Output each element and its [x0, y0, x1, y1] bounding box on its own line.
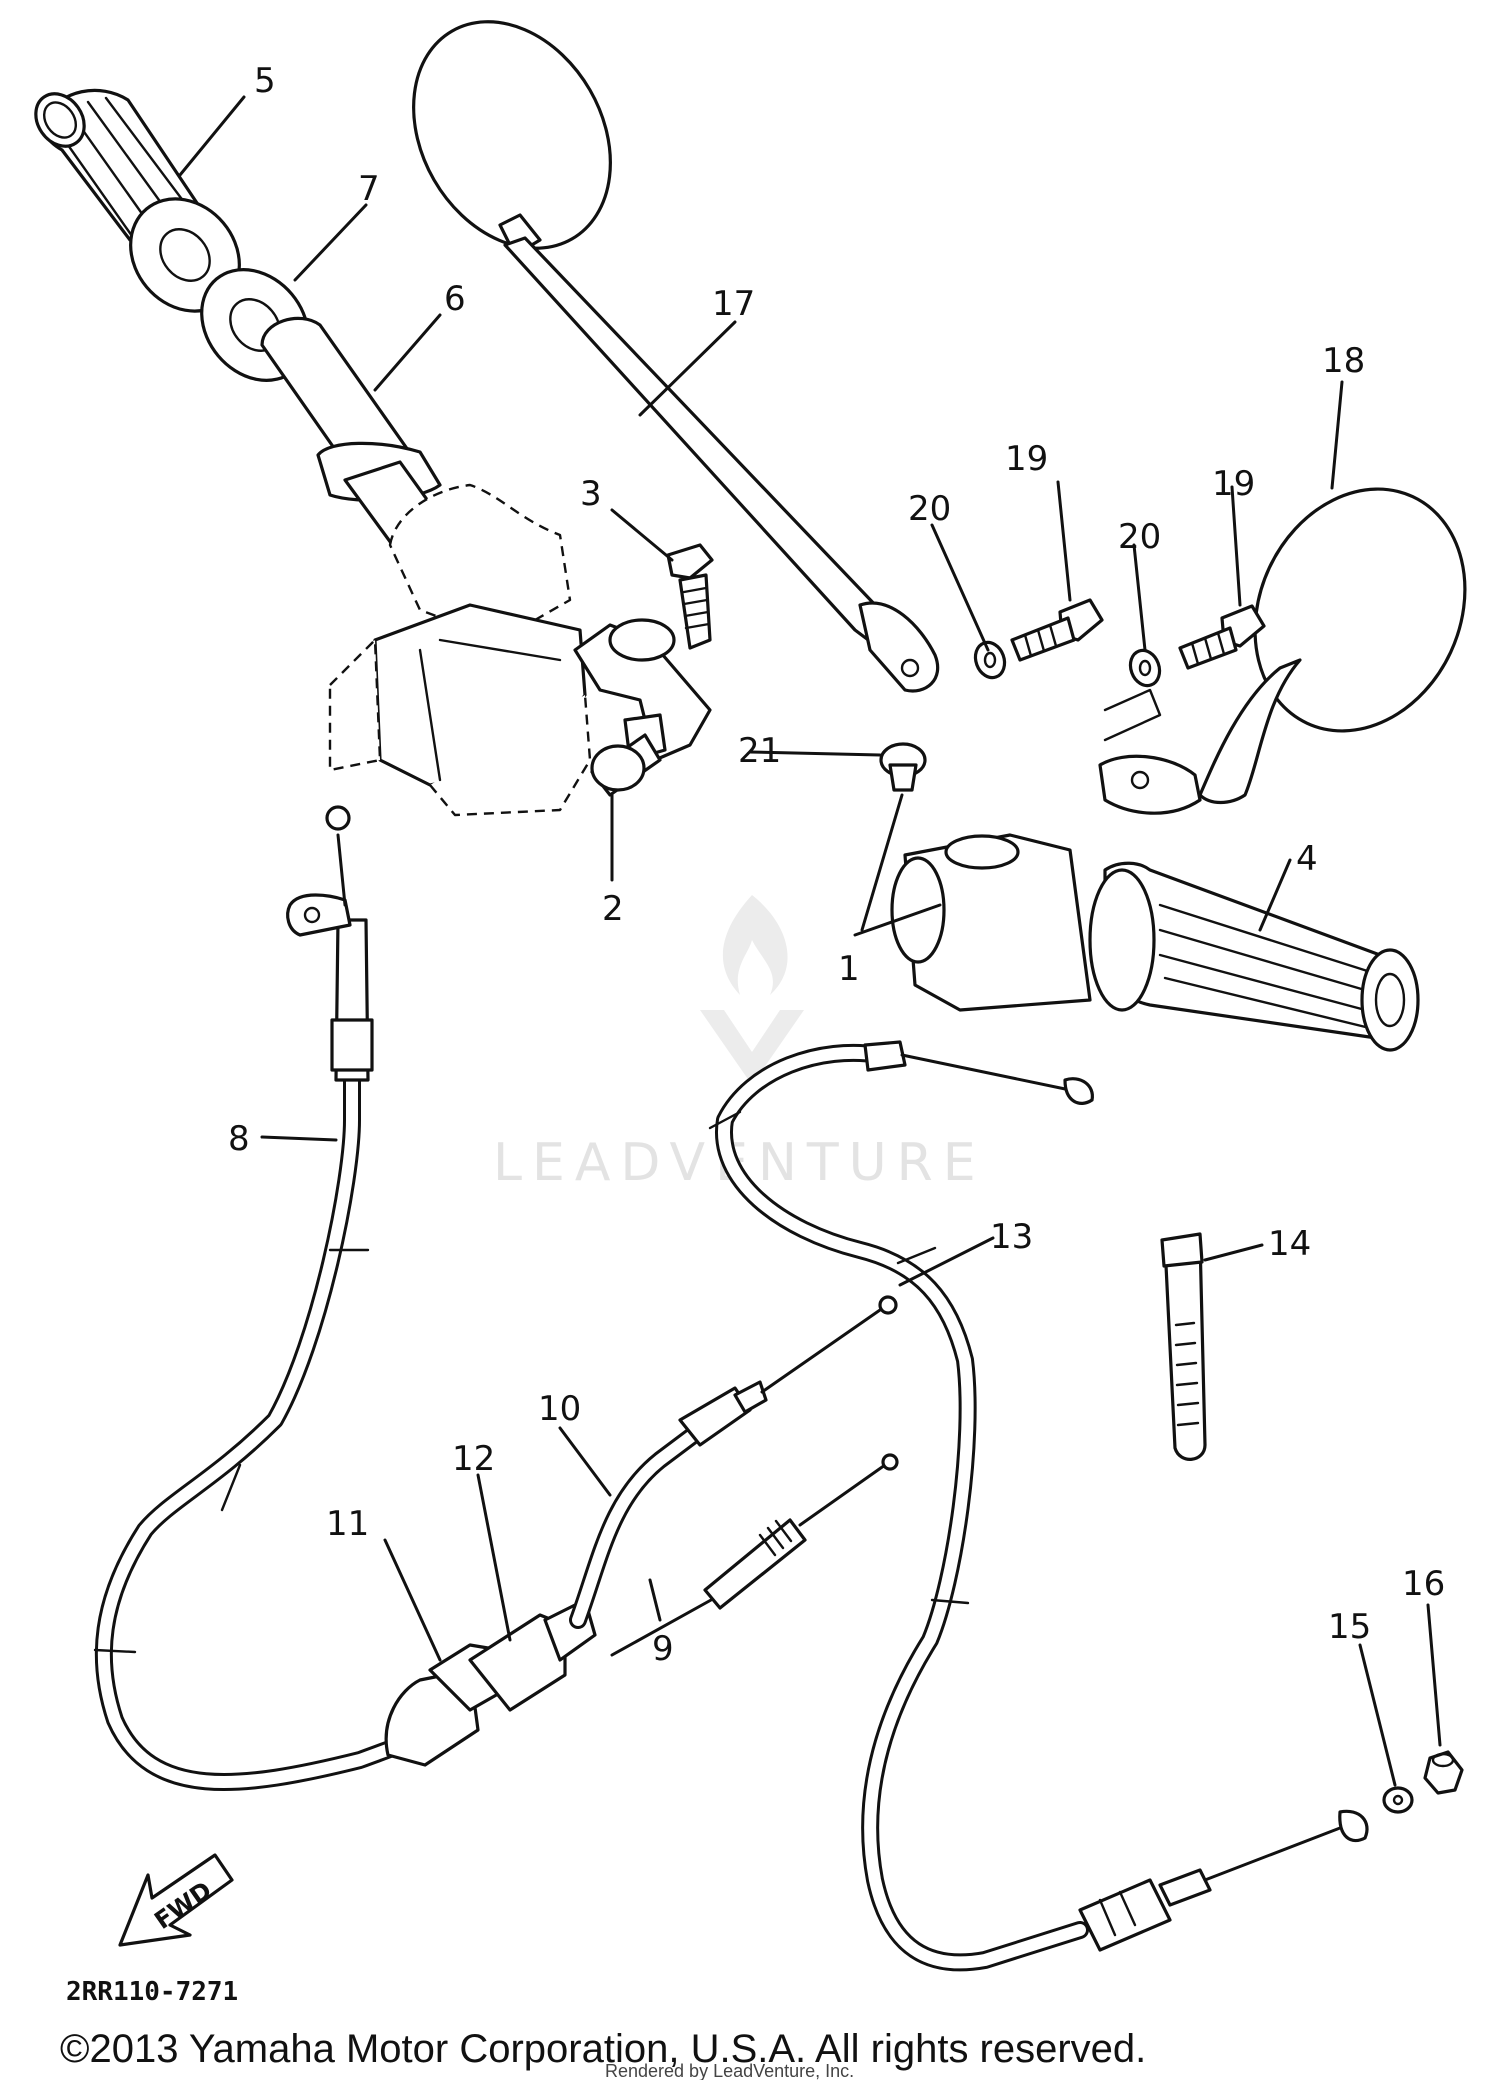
callout-8: 8 — [228, 1119, 250, 1159]
callout-17: 17 — [712, 284, 755, 324]
callout-5: 5 — [254, 61, 276, 101]
left-mirror — [412, 20, 940, 693]
right-switch-housing — [890, 833, 1092, 1012]
throttle-lever-bracket — [573, 618, 712, 797]
fwd-arrow-icon: FWD — [118, 1853, 234, 1947]
rendered-by-text: Rendered by LeadVenture, Inc. — [605, 2061, 854, 2080]
callout-9: 9 — [652, 1629, 674, 1669]
plug-21 — [879, 742, 927, 792]
washer-20-left — [973, 640, 1007, 680]
diagram-code: 2RR110-7271 — [66, 1977, 238, 2007]
callout-14: 14 — [1268, 1224, 1311, 1264]
bolt-19-right — [1178, 604, 1266, 670]
callout-2: 2 — [602, 889, 624, 929]
cable-joiner-11-12 — [384, 1598, 597, 1767]
cable-9 — [610, 1453, 899, 1657]
watermark-flame-icon — [722, 895, 788, 995]
callout-11: 11 — [326, 1504, 369, 1544]
callout-7: 7 — [358, 169, 380, 209]
washer-20-right — [1128, 648, 1162, 688]
callouts: 5 7 6 17 18 3 19 19 20 20 21 2 4 1 8 13 … — [228, 61, 1445, 1669]
left-switch-housing — [328, 483, 592, 817]
callout-20b: 20 — [1118, 517, 1161, 557]
callout-10: 10 — [538, 1389, 581, 1429]
throttle-cable-8 — [93, 805, 449, 1792]
screw-3 — [666, 543, 714, 650]
cable-10 — [569, 1295, 898, 1629]
nut-15 — [1382, 1786, 1414, 1814]
callout-19a: 19 — [1005, 439, 1048, 479]
right-mirror — [1098, 487, 1467, 815]
right-grip — [1088, 861, 1420, 1052]
callout-18: 18 — [1322, 341, 1365, 381]
callout-20a: 20 — [908, 489, 951, 529]
callout-16: 16 — [1402, 1564, 1445, 1604]
callout-3: 3 — [580, 474, 602, 514]
callout-4: 4 — [1296, 839, 1318, 879]
leader-lines — [178, 95, 1442, 1787]
callout-1: 1 — [838, 949, 860, 989]
callout-6: 6 — [444, 279, 466, 319]
band-14 — [1160, 1232, 1207, 1461]
brake-cable-13 — [708, 1040, 1369, 1972]
callout-13: 13 — [990, 1217, 1033, 1257]
callout-15: 15 — [1328, 1607, 1371, 1647]
copyright-text: ©2013 Yamaha Motor Corporation, U.S.A. A… — [60, 2027, 1146, 2071]
bolt-19-left — [1010, 598, 1104, 662]
callout-19b: 19 — [1212, 464, 1255, 504]
nut-16 — [1423, 1750, 1464, 1795]
callout-21: 21 — [738, 731, 781, 771]
watermark-chevron-icon — [700, 1010, 804, 1085]
callout-12: 12 — [452, 1439, 495, 1479]
